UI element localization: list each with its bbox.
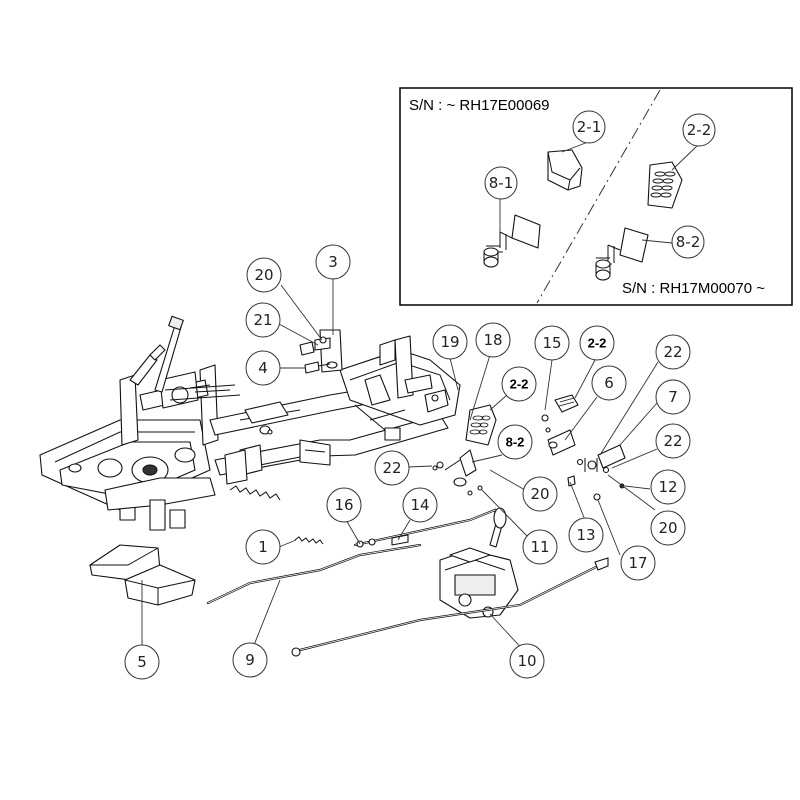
callout-20-c: 20	[650, 510, 686, 546]
svg-text:6: 6	[604, 374, 614, 392]
callout-8-2-inset: 8-2	[671, 225, 705, 259]
callout-12: 12	[650, 469, 686, 505]
callout-15: 15	[534, 325, 570, 361]
sn-before-text: S/N : ~ RH17E00069	[409, 97, 550, 114]
serial-inset: S/N : ~ RH17E00069 S/N : RH17M00070 ~	[399, 87, 793, 306]
callout-18: 18	[475, 322, 511, 358]
svg-text:15: 15	[542, 334, 561, 352]
spring-icon	[229, 485, 324, 545]
rod-9-icon	[206, 543, 422, 605]
callout-14: 14	[402, 487, 438, 523]
callout-1: 1	[245, 529, 281, 565]
svg-text:20: 20	[254, 266, 273, 284]
callout-6: 6	[591, 365, 627, 401]
callout-8-1: 8-1	[484, 166, 518, 200]
svg-text:8-2: 8-2	[676, 233, 701, 251]
svg-text:8-1: 8-1	[489, 174, 514, 192]
svg-text:21: 21	[253, 311, 272, 329]
callout-7: 7	[655, 379, 691, 415]
svg-text:2-2: 2-2	[510, 377, 529, 392]
callout-11: 11	[522, 529, 558, 565]
callout-3: 3	[315, 244, 351, 280]
callout-17: 17	[620, 545, 656, 581]
callouts-main: 20 3 21 4 19 18 15 2-2 22 2-2 6 7 8-2 22…	[124, 244, 691, 680]
callout-8-2-main: 8-2	[497, 424, 533, 460]
callout-21: 21	[245, 302, 281, 338]
callout-22-a: 22	[655, 334, 691, 370]
svg-text:4: 4	[258, 359, 268, 377]
guard-5-icon	[89, 544, 196, 606]
callout-5: 5	[124, 644, 160, 680]
pedal-arm-8-1-icon	[483, 214, 541, 268]
svg-text:18: 18	[483, 331, 502, 349]
svg-text:11: 11	[530, 538, 549, 556]
svg-text:2-2: 2-2	[687, 121, 712, 139]
callout-22-c: 22	[374, 450, 410, 486]
callout-2-2-inset: 2-2	[682, 113, 716, 147]
callout-13: 13	[568, 517, 604, 553]
pedal-pad-2-1-icon	[547, 149, 583, 191]
svg-text:20: 20	[658, 519, 677, 537]
callout-2-2-b: 2-2	[501, 366, 537, 402]
callout-20-b: 20	[522, 476, 558, 512]
callout-20-a: 20	[246, 257, 282, 293]
callout-16: 16	[326, 487, 362, 523]
svg-text:14: 14	[410, 496, 429, 514]
callout-9: 9	[232, 642, 268, 678]
svg-text:3: 3	[328, 253, 338, 271]
svg-text:8-2: 8-2	[506, 435, 525, 450]
svg-text:13: 13	[576, 526, 595, 544]
svg-text:17: 17	[628, 554, 647, 572]
shift-lever-10-icon	[291, 507, 609, 657]
sn-after-text: S/N : RH17M00070 ~	[622, 280, 765, 297]
pedal-pad-2-2-ribbed-icon	[647, 161, 683, 209]
callout-22-b: 22	[655, 423, 691, 459]
svg-text:16: 16	[334, 496, 353, 514]
callout-19: 19	[432, 324, 468, 360]
svg-text:10: 10	[517, 652, 536, 670]
svg-text:2-1: 2-1	[577, 118, 602, 136]
callout-4: 4	[245, 350, 281, 386]
pedal-arm-8-2-icon	[595, 227, 649, 281]
callout-2-2-main: 2-2	[579, 325, 615, 361]
svg-text:1: 1	[258, 538, 268, 556]
svg-text:22: 22	[382, 459, 401, 477]
callout-2-1: 2-1	[572, 110, 606, 144]
svg-text:19: 19	[440, 333, 459, 351]
svg-text:22: 22	[663, 432, 682, 450]
svg-text:7: 7	[668, 388, 678, 406]
bolt-icon	[304, 361, 331, 374]
frame-assembly-icon	[39, 315, 461, 531]
svg-text:2-2: 2-2	[588, 336, 607, 351]
svg-text:20: 20	[530, 485, 549, 503]
callout-10: 10	[509, 643, 545, 679]
svg-text:9: 9	[245, 651, 255, 669]
svg-text:22: 22	[663, 343, 682, 361]
svg-text:5: 5	[137, 653, 147, 671]
inset-divider	[536, 89, 661, 304]
svg-text:12: 12	[658, 478, 677, 496]
